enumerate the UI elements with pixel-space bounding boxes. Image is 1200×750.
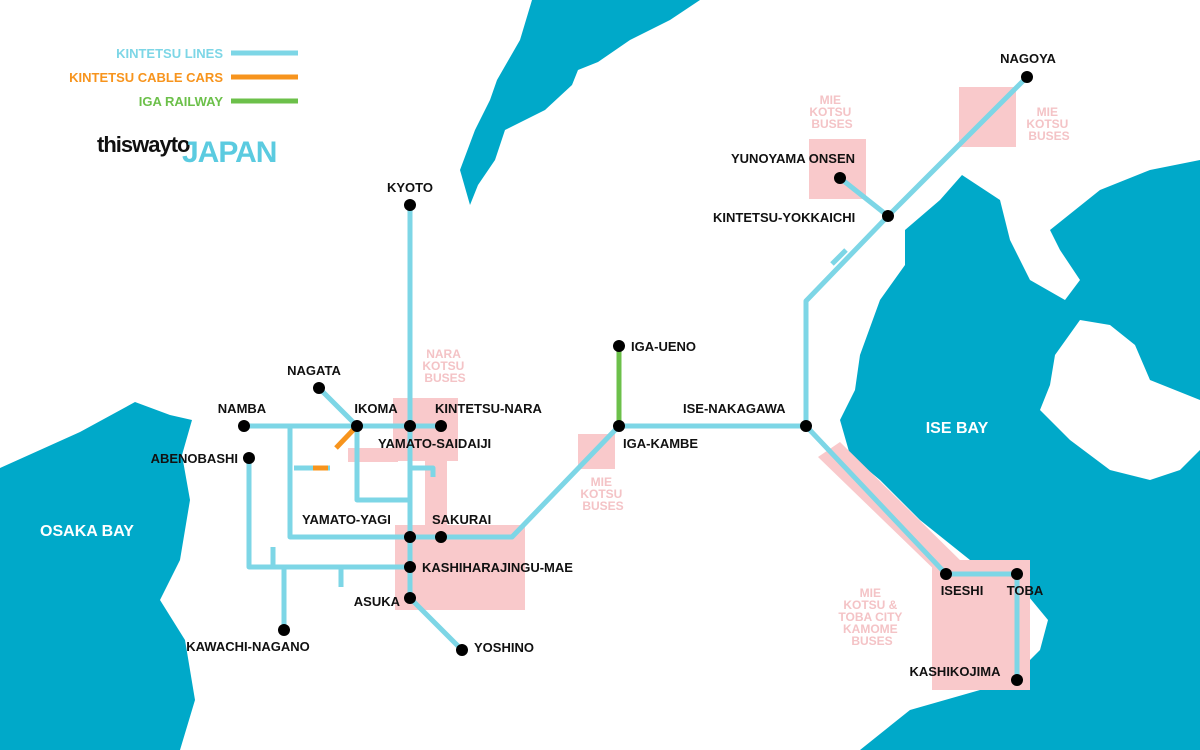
station-dot-iseshi[interactable] [940,568,952,580]
station-label-toba[interactable]: TOBA [1007,583,1044,598]
station-dot-ise-nakagawa[interactable] [800,420,812,432]
yunoyama-line [838,176,890,218]
station-label-yamato-saidaiji[interactable]: YAMATO-SAIDAIJI [378,436,491,451]
station-label-kashikojima[interactable]: KASHIKOJIMA [909,664,1001,679]
station-dot-yoshino[interactable] [456,644,468,656]
station-dot-nagoya[interactable] [1021,71,1033,83]
station-dot-iga-ueno[interactable] [613,340,625,352]
station-dot-namba[interactable] [238,420,250,432]
station-label-iseshi[interactable]: ISESHI [941,583,984,598]
osaka-bay-water [0,402,195,750]
station-label-yamato-yagi[interactable]: YAMATO-YAGI [302,512,391,527]
tenri-branch [410,465,436,477]
logo-main: JAPAN [182,136,276,169]
station-dot-ikoma[interactable] [351,420,363,432]
spur-yokkaichi [830,248,848,266]
station-label-kashiharajingu-mae[interactable]: KASHIHARAJINGU-MAE [422,560,573,575]
kashihara-loop-line [354,426,410,503]
station-dot-nagata[interactable] [313,382,325,394]
legend-label-cable-cars: KINTETSU CABLE CARS [69,70,223,85]
station-dot-asuka[interactable] [404,592,416,604]
bus-label-mie-nagoya: MIE KOTSU BUSES [1026,105,1071,143]
bus-area-labels: NARA KOTSU BUSES MIE KOTSU BUSES MIE KOT… [422,93,1071,648]
station-label-sakurai[interactable]: SAKURAI [432,512,491,527]
station-dot-kashiharajingu-mae[interactable] [404,561,416,573]
osaka-line [410,423,806,540]
osaka-bay-label: OSAKA BAY [40,523,134,540]
station-dot-yamato-yagi[interactable] [404,531,416,543]
station-label-namba[interactable]: NAMBA [218,401,267,416]
ise-bay-water [840,160,1200,750]
station-label-nagoya[interactable]: NAGOYA [1000,51,1056,66]
bus-label-mie-kambe: MIE KOTSU BUSES [580,475,625,513]
station-dot-yunoyama-onsen[interactable] [834,172,846,184]
station-label-asuka[interactable]: ASUKA [354,594,401,609]
station-dots [238,71,1033,686]
station-label-kyoto[interactable]: KYOTO [387,180,433,195]
station-label-ise-nakagawa[interactable]: ISE-NAKAGAWA [683,401,786,416]
station-dot-kyoto[interactable] [404,199,416,211]
logo-prefix: thiswayto [97,132,190,157]
ise-bay-label: ISE BAY [926,420,989,437]
station-label-kawachi-nagano[interactable]: KAWACHI-NAGANO [186,639,310,654]
station-label-ikoma[interactable]: IKOMA [354,401,398,416]
station-dot-kintetsu-nara[interactable] [435,420,447,432]
bus-label-mie-yunoyama: MIE KOTSU BUSES [809,93,854,131]
nara-bus-area [393,398,458,461]
nagoya-line [803,75,1029,426]
station-dot-toba[interactable] [1011,568,1023,580]
osaka-yamato-line [287,426,410,540]
station-labels: KYOTO NAGATA NAMBA IKOMA KINTETSU-NARA Y… [151,51,1057,679]
bus-label-nara: NARA KOTSU BUSES [422,347,467,385]
yoshino-line [408,596,464,652]
station-dot-kashikojima[interactable] [1011,674,1023,686]
station-label-abenobashi[interactable]: ABENOBASHI [151,451,238,466]
mie-ise-bus-area [932,560,1030,690]
station-label-yoshino[interactable]: YOSHINO [474,640,534,655]
nagata-branch [317,386,359,428]
station-label-yunoyama-onsen[interactable]: YUNOYAMA ONSEN [731,151,855,166]
nara-bus-area-strip [348,448,398,462]
station-dot-iga-kambe[interactable] [613,420,625,432]
station-dot-yamato-saidaiji[interactable] [404,420,416,432]
station-dot-kawachi-nagano[interactable] [278,624,290,636]
lake-biwa-water [460,0,700,205]
station-label-iga-ueno[interactable]: IGA-UENO [631,339,696,354]
bus-label-mie-ise: MIE KOTSU & TOBA CITY KAMOME BUSES [838,586,905,648]
legend-label-kintetsu-lines: KINTETSU LINES [116,46,223,61]
station-label-nagata[interactable]: NAGATA [287,363,341,378]
station-label-kintetsu-yokkaichi[interactable]: KINTETSU-YOKKAICHI [713,210,855,225]
station-dot-kintetsu-yokkaichi[interactable] [882,210,894,222]
legend: KINTETSU LINES KINTETSU CABLE CARS IGA R… [69,46,298,109]
station-dot-abenobashi[interactable] [243,452,255,464]
site-logo[interactable]: thiswayto JAPAN [97,132,277,169]
toba-line [804,424,1020,680]
ise-bay-peninsula [1040,320,1200,480]
station-dot-sakurai[interactable] [435,531,447,543]
legend-label-iga-railway: IGA RAILWAY [139,94,224,109]
minami-osaka-line [246,458,410,570]
station-label-kintetsu-nara[interactable]: KINTETSU-NARA [435,401,542,416]
nara-bus-area-tail [425,461,447,531]
station-label-iga-kambe[interactable]: IGA-KAMBE [623,436,698,451]
